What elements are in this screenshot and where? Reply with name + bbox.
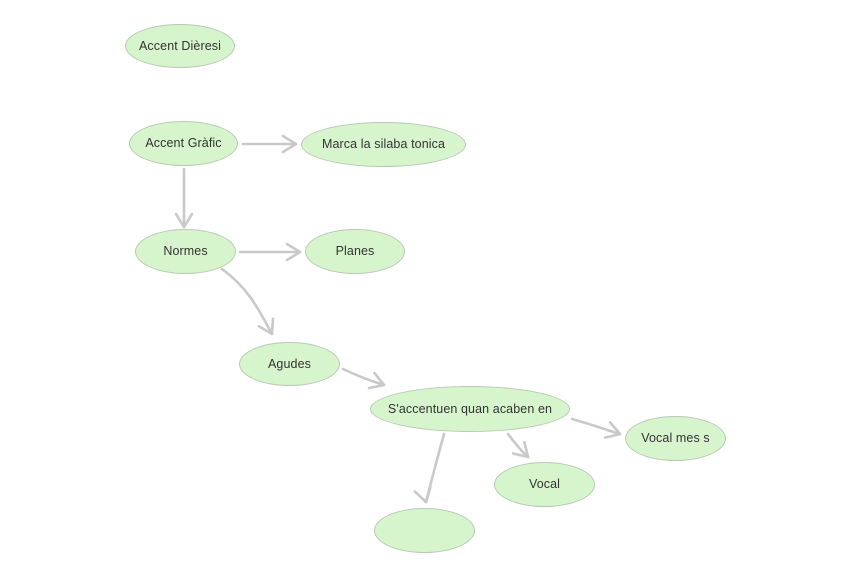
edge-saccentuen-to-empty-node <box>413 432 446 504</box>
edge-line <box>570 417 622 436</box>
edge-normes-to-agudes <box>220 267 275 336</box>
edge-accent-grafic-to-normes <box>174 167 194 229</box>
node-normes[interactable]: Normes <box>135 229 236 274</box>
node-accent-grafic[interactable]: Accent Gràfic <box>129 121 238 166</box>
node-label: Accent Dièresi <box>139 38 221 53</box>
arrowhead-icon <box>511 440 530 459</box>
edge-saccentuen-to-vocal <box>506 432 530 459</box>
edge-saccentuen-to-vocal-mes-s <box>570 417 622 439</box>
node-planes[interactable]: Planes <box>305 229 405 274</box>
arrowhead-icon <box>285 242 302 262</box>
node-label: S'accentuen quan acaben en <box>387 401 553 416</box>
edge-agudes-to-saccentuen <box>341 367 386 390</box>
node-agudes[interactable]: Agudes <box>239 342 340 386</box>
node-accent-dieresi[interactable]: Accent Dièresi <box>125 24 235 68</box>
node-vocal-mes-s[interactable]: Vocal mes s <box>625 416 726 461</box>
node-label: Agudes <box>268 356 311 371</box>
node-label: Vocal <box>528 477 561 491</box>
node-saccentuen[interactable]: S'accentuen quan acaben en <box>370 386 570 432</box>
edge-line <box>424 432 446 504</box>
edge-normes-to-planes <box>238 242 302 262</box>
arrowhead-icon <box>413 486 432 504</box>
arrowhead-icon <box>367 371 386 390</box>
arrowhead-icon <box>281 134 298 154</box>
arrowhead-icon <box>603 421 622 439</box>
node-label: Marca la silaba tonica <box>321 137 446 151</box>
node-vocal[interactable]: Vocal <box>494 462 595 507</box>
node-label: Vocal mes s <box>641 431 710 445</box>
node-marca-silaba[interactable]: Marca la silaba tonica <box>301 122 466 167</box>
node-empty-node[interactable] <box>374 508 475 553</box>
edge-line <box>341 367 386 387</box>
arrowhead-icon <box>257 317 275 336</box>
node-label: Planes <box>335 244 375 258</box>
arrowhead-icon <box>174 212 194 229</box>
node-label: Normes <box>163 244 208 258</box>
edge-line <box>220 267 274 336</box>
edge-accent-grafic-to-marca-silaba <box>241 134 298 154</box>
node-label: Accent Gràfic <box>145 136 222 150</box>
edge-line <box>506 432 530 459</box>
